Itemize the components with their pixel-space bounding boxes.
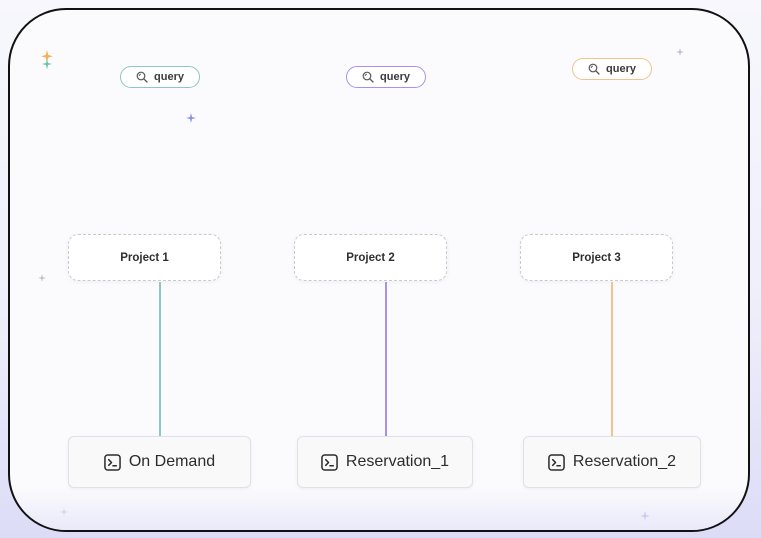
resource-card-reservation-1[interactable]: Reservation_1 — [297, 436, 473, 488]
resource-label: Reservation_1 — [345, 453, 450, 470]
project-label: Project 2 — [346, 251, 395, 264]
terminal-icon — [548, 453, 565, 471]
connector-line-2 — [385, 282, 387, 436]
project-label: Project 1 — [120, 251, 169, 264]
connector-line-3 — [611, 282, 613, 436]
resource-label: On Demand — [128, 453, 216, 470]
query-label: query — [380, 71, 410, 83]
project-card-2[interactable]: Project 2 — [294, 234, 447, 281]
project-card-3[interactable]: Project 3 — [520, 234, 673, 281]
resource-card-on-demand[interactable]: On Demand — [68, 436, 251, 488]
star-icon — [676, 48, 684, 56]
terminal-icon — [321, 453, 338, 471]
query-pill-1[interactable]: query — [120, 66, 200, 88]
search-icon — [362, 71, 374, 83]
star-icon — [186, 113, 196, 123]
project-label: Project 3 — [572, 251, 621, 264]
search-icon — [588, 63, 600, 75]
sparkle-icon — [41, 50, 53, 70]
star-icon — [38, 274, 46, 282]
project-card-1[interactable]: Project 1 — [68, 234, 221, 281]
search-icon — [136, 71, 148, 83]
query-label: query — [606, 63, 636, 75]
query-pill-2[interactable]: query — [346, 66, 426, 88]
terminal-icon — [104, 453, 121, 471]
connector-line-1 — [159, 282, 161, 436]
query-pill-3[interactable]: query — [572, 58, 652, 80]
diagram-frame: query query query Project 1 Project 2 Pr… — [8, 8, 750, 532]
query-label: query — [154, 71, 184, 83]
resource-card-reservation-2[interactable]: Reservation_2 — [523, 436, 701, 488]
frame-bottom-tint — [10, 488, 748, 530]
resource-label: Reservation_2 — [572, 453, 677, 470]
